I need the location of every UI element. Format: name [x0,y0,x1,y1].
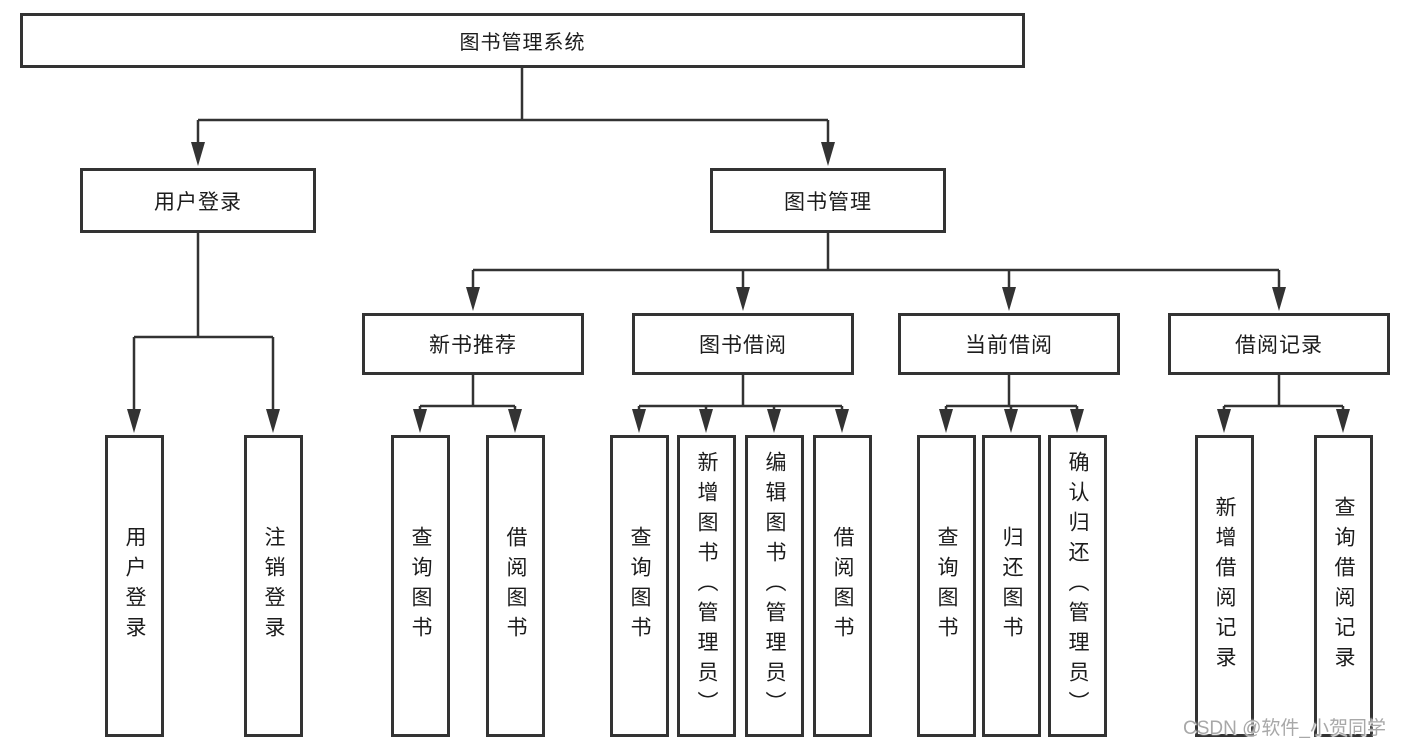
node-book-borrow: 图书借阅 [632,313,854,375]
leaf-label: 归还图书 [1000,526,1023,646]
leaf-confirm-return-admin: 确认归还（管理员） [1048,435,1107,737]
leaf-label: 注销登录 [262,526,285,646]
leaf-edit-book-admin: 编辑图书（管理员） [745,435,804,737]
node-borrow-records: 借阅记录 [1168,313,1390,375]
leaf-query-borrow-record: 查询借阅记录 [1314,435,1373,737]
leaf-label: 查询图书 [409,526,432,646]
arrowheads [127,142,1350,433]
node-book-management: 图书管理 [710,168,946,233]
leaf-add-book-admin: 新增图书（管理员） [677,435,736,737]
leaf-label: 编辑图书（管理员） [763,451,786,721]
node-current-borrow: 当前借阅 [898,313,1120,375]
leaf-label: 新增借阅记录 [1213,496,1236,676]
leaf-label: 新增图书（管理员） [695,451,718,721]
leaf-logout: 注销登录 [244,435,303,737]
leaf-borrow-books-borrow: 借阅图书 [813,435,872,737]
leaf-query-books-borrow: 查询图书 [610,435,669,737]
leaf-label: 查询图书 [935,526,958,646]
leaf-borrow-books-recommend: 借阅图书 [486,435,545,737]
watermark: CSDN @软件_小贺同学 [1183,718,1386,739]
leaf-label: 查询借阅记录 [1332,496,1355,676]
leaf-query-books-recommend: 查询图书 [391,435,450,737]
node-root: 图书管理系统 [20,13,1025,68]
leaf-label: 借阅图书 [831,526,854,646]
leaf-label: 借阅图书 [504,526,527,646]
leaf-add-borrow-record: 新增借阅记录 [1195,435,1254,737]
leaf-label: 查询图书 [628,526,651,646]
leaf-user-login: 用户登录 [105,435,164,737]
leaf-label: 确认归还（管理员） [1066,451,1089,721]
leaf-return-book: 归还图书 [982,435,1041,737]
leaf-query-books-current: 查询图书 [917,435,976,737]
node-new-book-recommend: 新书推荐 [362,313,584,375]
node-user-login: 用户登录 [80,168,316,233]
leaf-label: 用户登录 [123,526,146,646]
